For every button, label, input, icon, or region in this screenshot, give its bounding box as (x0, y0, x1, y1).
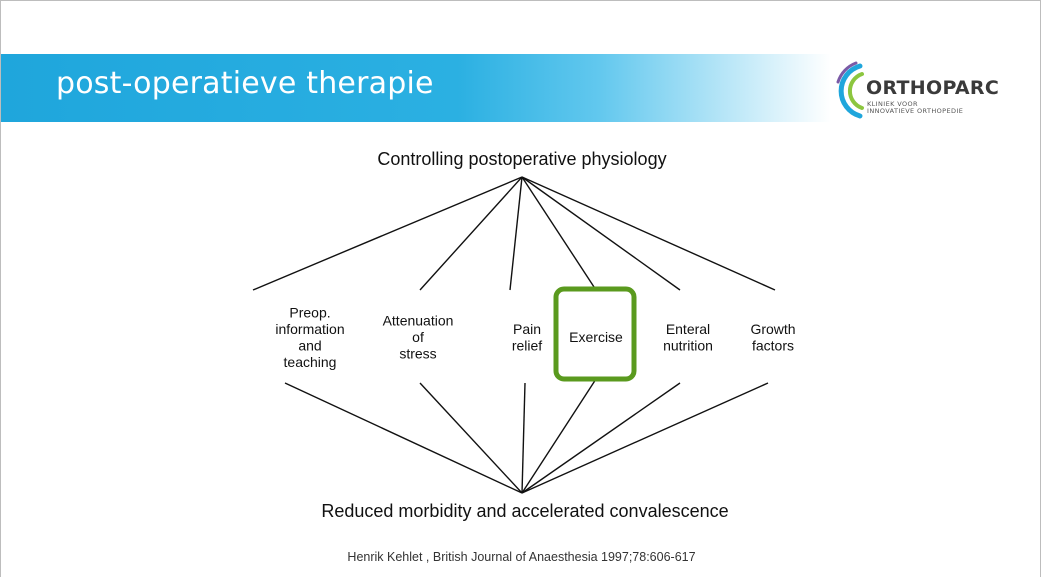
edge-top-3 (509, 176, 523, 291)
logo-wordmark: ORTHOPARC (866, 77, 1000, 99)
title-bar (1, 54, 831, 122)
node-label-line: information (275, 321, 344, 337)
node-label-line: nutrition (663, 337, 713, 353)
orthoparc-logo-icon (836, 61, 864, 119)
node-label-line: and (298, 337, 321, 353)
edge-top-4 (521, 176, 597, 291)
node-label-line: teaching (284, 354, 337, 370)
node-label-4: Exercise (569, 329, 623, 345)
edge-bottom-2 (419, 382, 523, 494)
edge-bottom-4 (521, 378, 597, 494)
node-label-line: Enteral (666, 321, 710, 337)
diagram-edges (252, 176, 776, 494)
node-label-line: Exercise (569, 329, 623, 345)
edge-bottom-5 (521, 382, 681, 494)
edge-top-5 (521, 176, 681, 291)
logo-subtitle-line2: INNOVATIEVE ORTHOPEDIE (867, 107, 964, 115)
bottom-label: Reduced morbidity and accelerated conval… (321, 501, 728, 521)
slide-title: post-operatieve therapie (56, 66, 434, 101)
edge-bottom-6 (521, 382, 769, 494)
citation: Henrik Kehlet , British Journal of Anaes… (347, 550, 696, 564)
top-label: Controlling postoperative physiology (377, 149, 666, 169)
logo-subtitle: KLINIEK VOOR INNOVATIEVE ORTHOPEDIE (867, 101, 963, 115)
node-label-line: Attenuation (383, 313, 454, 329)
node-label-line: stress (399, 346, 436, 362)
edge-bottom-3 (521, 382, 526, 494)
exercise-highlight-box (553, 286, 637, 382)
node-label-line: relief (512, 337, 542, 353)
logo-subtitle-line1: KLINIEK VOOR (867, 100, 918, 108)
node-label-line: of (412, 329, 424, 345)
edge-top-6 (521, 176, 776, 291)
edge-bottom-1 (284, 382, 523, 494)
edge-top-1 (252, 176, 523, 291)
node-label-line: Pain (513, 321, 541, 337)
node-label-line: Preop. (289, 304, 330, 320)
node-label-line: factors (752, 337, 794, 353)
edge-top-2 (419, 176, 523, 291)
node-label-line: Growth (750, 321, 795, 337)
